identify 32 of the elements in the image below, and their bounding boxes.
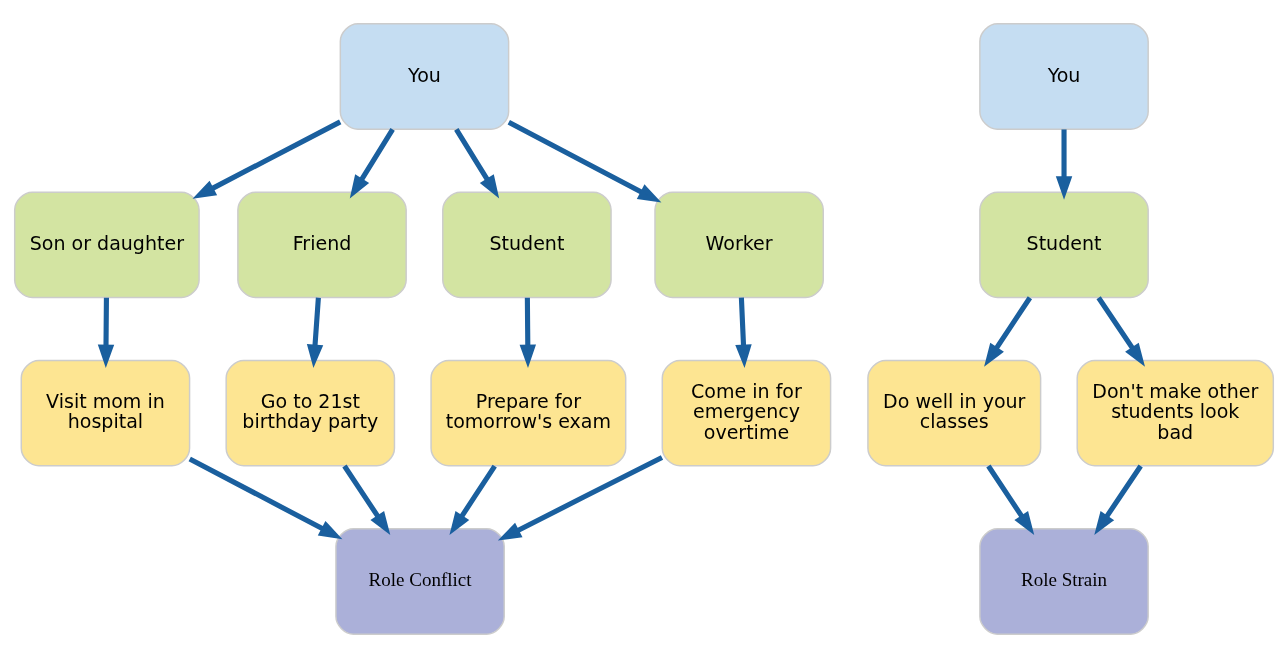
arrow xyxy=(519,297,536,368)
arrow xyxy=(449,464,497,535)
arrow xyxy=(984,295,1033,367)
arrow xyxy=(97,297,115,368)
node-box: Student xyxy=(979,190,1149,298)
arrow xyxy=(1094,464,1143,535)
node-box: Student xyxy=(442,190,612,298)
node-box: Come in for emergency overtime xyxy=(661,359,832,467)
arrow xyxy=(192,119,342,199)
arrow xyxy=(735,297,752,368)
node-box: Prepare for tomorrow's exam xyxy=(430,359,627,467)
node-box: You xyxy=(339,22,510,130)
arrow xyxy=(497,454,664,541)
arrow xyxy=(986,464,1035,535)
arrow xyxy=(1096,295,1145,367)
node-box: Go to 21st birthday party xyxy=(225,359,396,467)
node-box: Visit mom in hospital xyxy=(20,359,191,467)
node-box: Don't make other students look bad xyxy=(1076,359,1275,467)
node-box: You xyxy=(979,22,1149,130)
node-box: Role Strain xyxy=(979,527,1149,635)
node-box: Worker xyxy=(654,190,824,298)
node-box: Son or daughter xyxy=(13,190,200,298)
arrow xyxy=(454,127,500,199)
arrow xyxy=(306,297,324,368)
arrow xyxy=(507,119,662,203)
arrow xyxy=(1055,128,1073,200)
arrow xyxy=(342,464,391,535)
node-box: Do well in your classes xyxy=(867,359,1042,467)
arrow xyxy=(188,456,343,539)
arrow xyxy=(349,127,395,199)
node-box: Role Conflict xyxy=(335,527,505,635)
node-box: Friend xyxy=(237,190,407,298)
